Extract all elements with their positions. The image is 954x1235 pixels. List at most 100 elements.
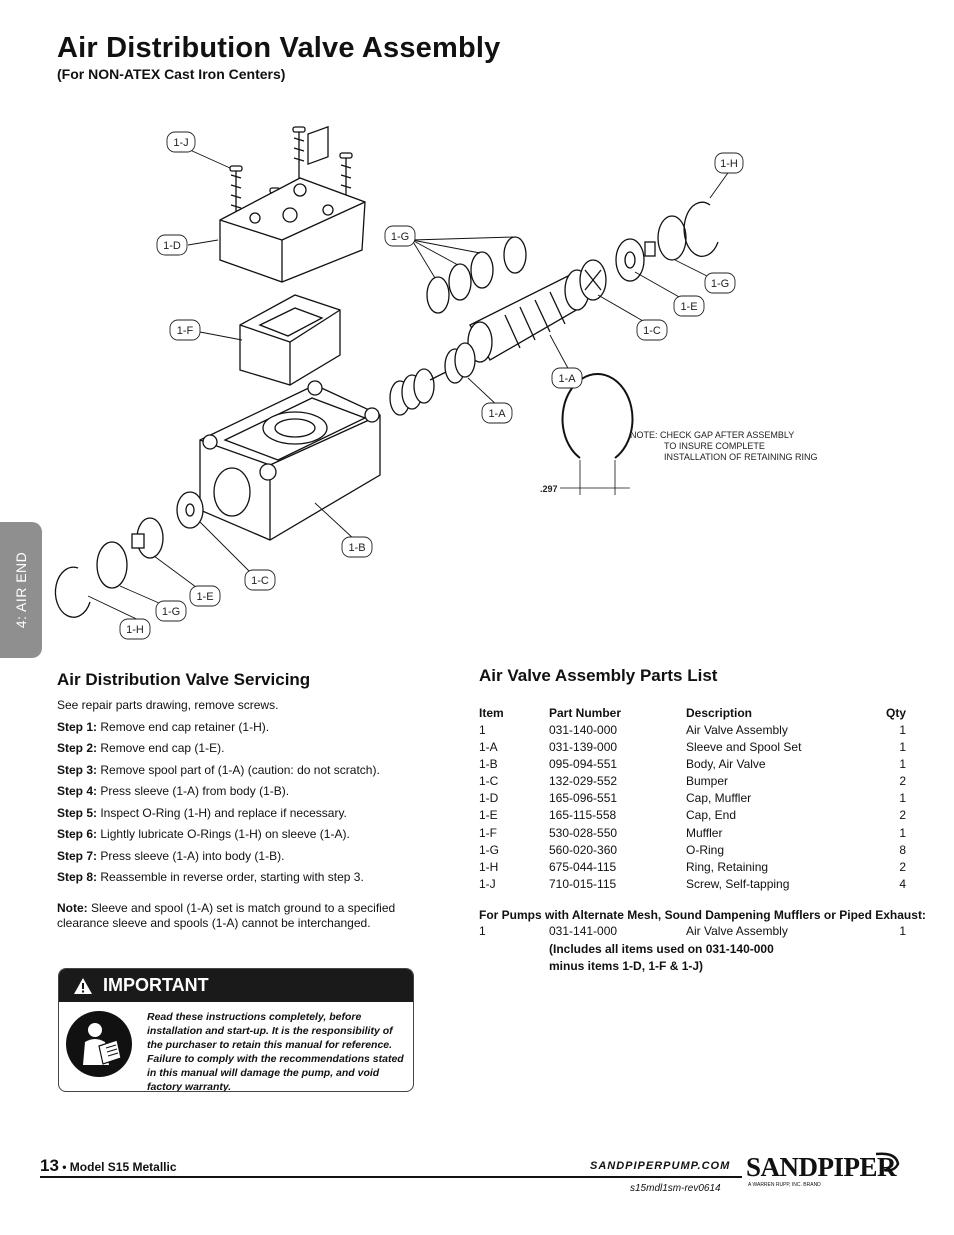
- cell-description: Ring, Retaining: [686, 859, 769, 874]
- cell-part-number: 675-044-115: [549, 859, 617, 874]
- servicing-step: Step 1: Remove end cap retainer (1-H).: [57, 719, 270, 734]
- sandpiper-logo: SANDPIPER A WARREN RUPP, INC. BRAND: [746, 1152, 900, 1188]
- cell-qty: 1: [899, 740, 906, 755]
- cell-item: 1-G: [479, 842, 500, 857]
- column-header-description: Description: [686, 706, 753, 720]
- cell-description: Cap, Muffler: [686, 791, 752, 806]
- column-header-part-number: Part Number: [549, 706, 622, 720]
- cell-description: O-Ring: [686, 842, 725, 857]
- cell-qty: 1: [899, 923, 906, 938]
- servicing-step: Step 2: Remove end cap (1-E).: [57, 741, 225, 755]
- servicing-step: Step 3: Remove spool part of (1-A) (caut…: [57, 762, 380, 777]
- alternate-note: (Includes all items used on 031-140-000 …: [549, 942, 774, 974]
- right-end-parts: [579, 201, 719, 301]
- cell-item: 1-E: [479, 808, 498, 823]
- important-label: IMPORTANT: [103, 975, 209, 995]
- callout-1-h-right: 1-H: [720, 158, 738, 170]
- servicing-step: Step 8: Reassemble in reverse order, sta…: [57, 870, 364, 884]
- cell-qty: 1: [899, 825, 906, 840]
- cell-qty: 4: [899, 876, 906, 891]
- parts-list-heading: Air Valve Assembly Parts List: [479, 666, 718, 685]
- important-text: Read these instructions completely, befo…: [147, 1011, 404, 1092]
- retaining-ring-detail: [560, 373, 634, 495]
- cell-item: 1-J: [479, 876, 496, 891]
- page-number: 13: [40, 1156, 59, 1175]
- cell-qty: 8: [899, 842, 906, 857]
- footer-page-info: 13 • Model S15 Metallic: [40, 1156, 177, 1176]
- footer-website-link[interactable]: SANDPIPERPUMP.COM: [590, 1160, 731, 1172]
- model-name: • Model S15 Metallic: [58, 1160, 177, 1174]
- assembly-note-line3: INSTALLATION OF RETAINING RING: [664, 452, 818, 462]
- cell-description: Bumper: [686, 774, 729, 789]
- servicing-note: Note: Sleeve and spool (1-A) set is matc…: [57, 901, 396, 930]
- callout-1-e-left: 1-E: [196, 591, 213, 603]
- important-body: Read these instructions completely, befo…: [59, 1002, 413, 1092]
- assembly-note-line1: NOTE: CHECK GAP AFTER ASSEMBLY: [630, 430, 794, 440]
- read-manual-icon: [65, 1010, 133, 1078]
- callout-1-e-right: 1-E: [680, 301, 697, 313]
- alternate-parts-table: 1 031-141-000 Air Valve Assembly 1 (Incl…: [479, 924, 909, 975]
- cell-item: 1-A: [479, 740, 498, 755]
- cell-qty: 1: [899, 757, 906, 772]
- muffler-1-f-part: [239, 294, 341, 386]
- cell-qty: 1: [899, 723, 906, 737]
- parts-list-section: Air Valve Assembly Parts List Item Part …: [479, 666, 926, 975]
- cell-qty: 2: [899, 859, 906, 874]
- cell-description: Body, Air Valve: [686, 757, 766, 772]
- cell-part-number: 031-140-000: [549, 723, 618, 737]
- callout-1-d: 1-D: [163, 240, 181, 252]
- servicing-step: Step 4: Press sleeve (1-A) from body (1-…: [57, 784, 290, 798]
- page-title: Air Distribution Valve Assembly: [57, 32, 501, 64]
- cell-description: Cap, End: [686, 808, 737, 823]
- servicing-step: Step 6: Lightly lubricate O-Rings (1-H) …: [57, 827, 350, 841]
- warning-triangle-icon: [74, 977, 92, 994]
- callout-1-b: 1-B: [348, 542, 365, 554]
- document-revision: s15mdl1sm-rev0614: [630, 1183, 721, 1194]
- left-end-parts: [54, 491, 204, 618]
- callout-1-c-left: 1-C: [251, 575, 269, 587]
- callout-1-g-top: 1-G: [391, 231, 409, 243]
- cell-description: Air Valve Assembly: [686, 923, 788, 938]
- footer-divider: [40, 1176, 742, 1178]
- cell-part-number: 132-029-552: [549, 774, 618, 789]
- servicing-step: Step 7: Press sleeve (1-A) into body (1-…: [57, 848, 285, 863]
- parts-table: Item Part Number Description Qty 1 031-14…: [479, 706, 909, 894]
- cell-description: Sleeve and Spool Set: [686, 740, 802, 755]
- cell-description: Screw, Self-tapping: [686, 876, 790, 891]
- cell-item: 1-B: [479, 757, 498, 772]
- cell-description: Muffler: [686, 825, 723, 840]
- column-header-qty: Qty: [885, 706, 906, 720]
- table-row: 1-J 710-015-115 Screw, Self-tapping 4: [479, 877, 909, 894]
- cell-item: 1-C: [479, 774, 499, 789]
- callout-1-g-right: 1-G: [711, 278, 729, 290]
- valve-body-1-b-part: [199, 380, 381, 541]
- alternate-note-row: (Includes all items used on 031-140-000 …: [479, 941, 909, 975]
- section-side-tab[interactable]: 4: AIR END: [0, 522, 42, 658]
- callout-1-c-right: 1-C: [643, 325, 661, 337]
- svg-text:A WARREN RUPP, INC. BRAND: A WARREN RUPP, INC. BRAND: [748, 1182, 821, 1188]
- section-side-tab-label: 4: AIR END: [13, 551, 29, 629]
- important-notice: IMPORTANT Read these instructions comple…: [58, 968, 414, 1092]
- cell-qty: 1: [899, 791, 906, 806]
- column-header-item: Item: [479, 706, 504, 720]
- servicing-section: Air Distribution Valve Servicing See rep…: [57, 670, 447, 938]
- cell-item: 1: [479, 723, 486, 737]
- parts-table-header: Item Part Number Description Qty: [479, 706, 909, 723]
- servicing-heading: Air Distribution Valve Servicing: [57, 670, 311, 689]
- alternate-parts-heading: For Pumps with Alternate Mesh, Sound Dam…: [479, 907, 926, 922]
- cell-part-number: 095-094-551: [549, 757, 618, 772]
- table-row: 1-B 095-094-551 Body, Air Valve 1: [479, 757, 909, 774]
- cell-part-number: 710-015-115: [549, 876, 617, 891]
- spool-1-a-part: [389, 342, 476, 416]
- cell-item: 1: [479, 923, 486, 938]
- assembly-note-line2: TO INSURE COMPLETE: [664, 441, 765, 451]
- cell-part-number: 530-028-550: [549, 825, 618, 840]
- table-row: 1-A 031-139-000 Sleeve and Spool Set 1: [479, 740, 909, 757]
- cell-part-number: 031-139-000: [549, 740, 618, 755]
